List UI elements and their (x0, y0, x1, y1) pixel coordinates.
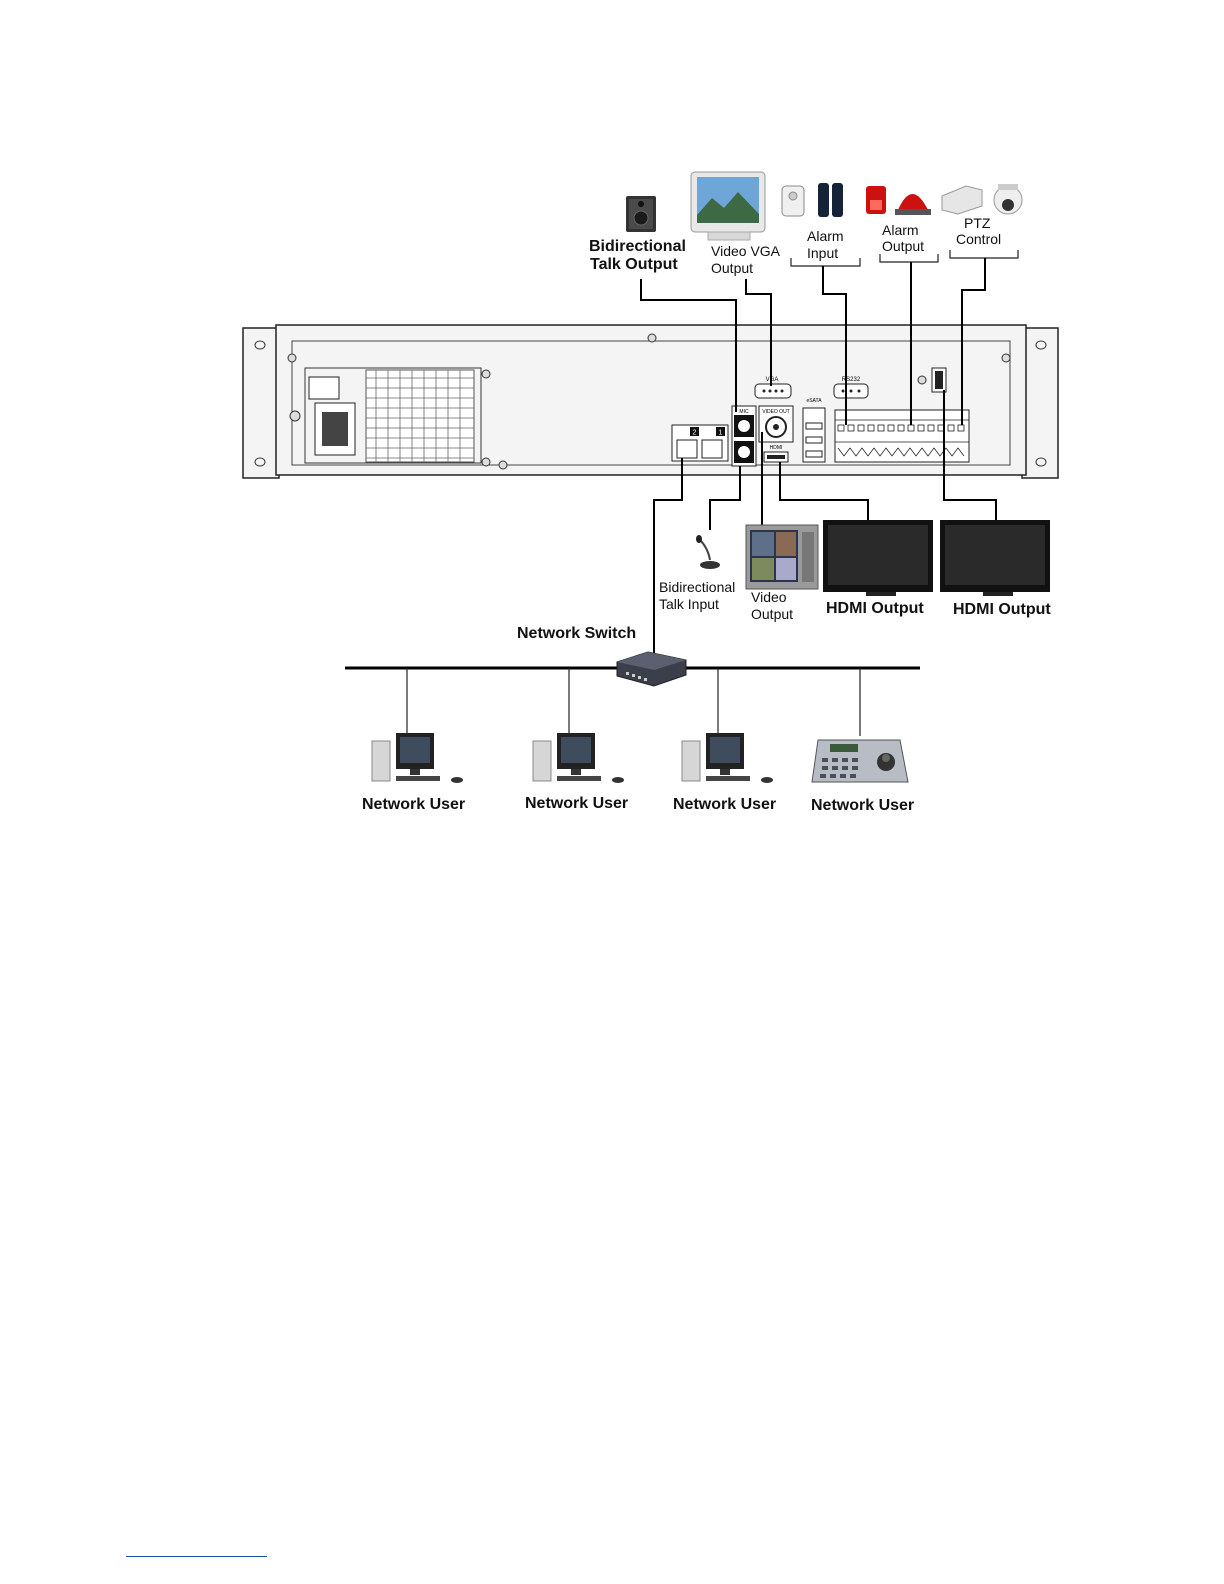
network-user-label-4: Network User (811, 797, 914, 814)
ptz-label-2: Control (956, 231, 1001, 247)
hdmi-output-label-2: HDMI Output (953, 601, 1051, 618)
speaker-icon (626, 196, 656, 232)
hdmi-tv-icon-1 (823, 520, 933, 596)
alarm-output-bracket (880, 254, 938, 262)
vga-output-label-2: Output (711, 260, 753, 276)
pc-icon-2 (533, 733, 624, 783)
talk-input-label-2: Talk Input (659, 596, 719, 612)
alarm-input-label: Alarm (807, 228, 844, 244)
vga-output-label: Video VGA (711, 243, 781, 259)
network-switch-label: Network Switch (517, 625, 636, 642)
network-switch-icon (617, 652, 686, 686)
talk-input-label: Bidirectional (659, 579, 735, 595)
lan-1-mark: 1 (719, 430, 723, 437)
control-keyboard-icon (812, 740, 908, 782)
dvr-rear-panel: 2 1 MIC VIDEO OUT HDMI VGA eSATA RS232 (243, 325, 1058, 478)
video-monitor-icon (746, 525, 818, 589)
video-output-label-2: Output (751, 606, 793, 622)
ptz-camera-icons (942, 184, 1022, 214)
footnote-rule (126, 1556, 267, 1557)
ptz-label: PTZ (964, 215, 991, 231)
alarm-sensor-icons (782, 183, 843, 217)
network-user-label-3: Network User (673, 796, 776, 813)
alarm-output-label: Alarm (882, 222, 919, 238)
network-wire (654, 458, 682, 656)
network-user-label-2: Network User (525, 795, 628, 812)
rs232-mark: RS232 (842, 377, 861, 383)
video-output-label: Video (751, 589, 787, 605)
alarm-output-label-2: Output (882, 238, 924, 254)
microphone-icon (696, 535, 720, 569)
esata-mark: eSATA (806, 398, 822, 404)
lan-2-mark: 2 (693, 430, 697, 437)
alarm-input-label-2: Input (807, 245, 838, 261)
network-user-label-1: Network User (362, 796, 465, 813)
ptz-bracket (950, 250, 1018, 258)
video-out-mark: VIDEO OUT (762, 409, 790, 415)
hdmi-output-label-1: HDMI Output (826, 600, 924, 617)
vga-monitor-icon (691, 172, 765, 240)
hdmi-tv-icon-2 (940, 520, 1050, 596)
hdmi-mark: HDMI (770, 445, 783, 451)
talk-output-label: Bidirectional (589, 238, 686, 255)
pc-icon-1 (372, 733, 463, 783)
mic-mark: MIC (739, 409, 749, 415)
alarm-siren-icons (866, 186, 931, 215)
talk-output-label-2: Talk Output (590, 256, 678, 273)
pc-icon-3 (682, 733, 773, 783)
